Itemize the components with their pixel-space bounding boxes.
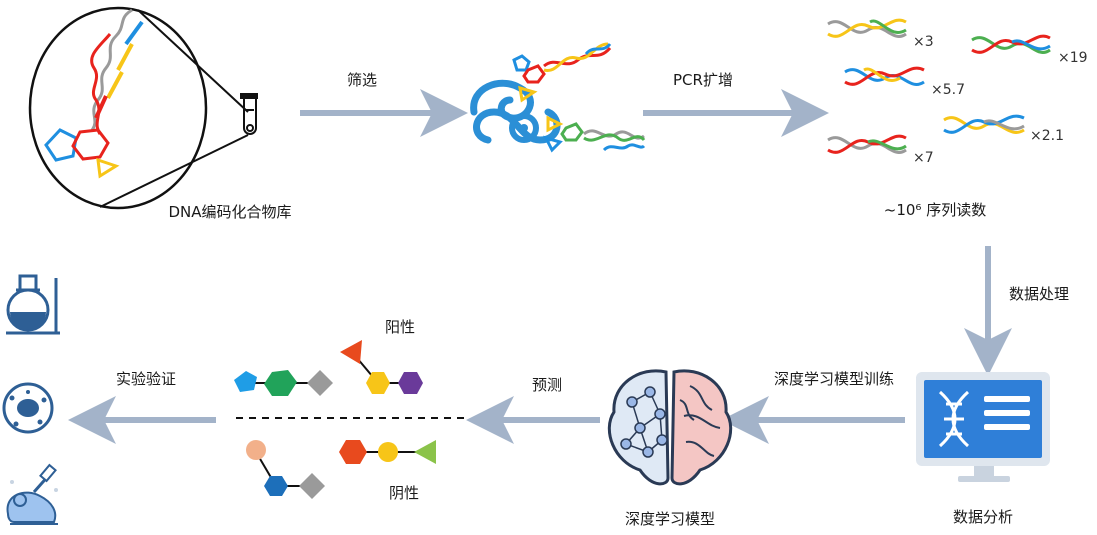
bound-compound-top (512, 42, 612, 103)
dna-strand-icon (90, 8, 144, 135)
test-tube-icon (240, 93, 258, 135)
flask-icon (6, 274, 60, 335)
cell-icon (2, 382, 54, 434)
target-protein-icon (470, 79, 561, 144)
training-label: 深度学习模型训练 (774, 370, 894, 388)
validation-label: 实验验证 (116, 370, 176, 388)
dna-read-1 (827, 18, 907, 38)
dna-read-3 (844, 66, 925, 86)
brain-icon (607, 369, 733, 486)
bound-compound-bottom (543, 115, 646, 153)
library-magnifier (28, 6, 258, 210)
compound-positive-2 (340, 340, 423, 394)
read-count-1: ×3 (913, 34, 934, 50)
pentagon-icon (44, 128, 78, 162)
dna-read-2 (971, 34, 1051, 54)
dna-read-5 (827, 134, 907, 154)
read-count-5: ×7 (913, 150, 934, 166)
screening-label: 筛选 (347, 71, 377, 89)
triangle-icon (96, 157, 120, 179)
read-count-3: ×5.7 (931, 82, 965, 98)
mouse-injection-icon (6, 463, 58, 525)
positive-label: 阳性 (385, 318, 415, 336)
hexagon-icon (71, 128, 110, 161)
compound-negative-2 (339, 440, 436, 464)
negative-label: 阴性 (389, 484, 419, 502)
library-label: DNA编码化合物库 (168, 203, 291, 221)
processing-label: 数据处理 (1009, 285, 1069, 303)
model-label: 深度学习模型 (625, 510, 715, 528)
pcr-label: PCR扩增 (673, 71, 733, 89)
reads-label: ~10⁶ 序列读数 (884, 201, 986, 219)
predict-label: 预测 (532, 376, 562, 394)
read-count-4: ×2.1 (1030, 128, 1064, 144)
monitor-dna-icon (916, 372, 1050, 482)
compound-positive-1 (234, 370, 333, 396)
analysis-label: 数据分析 (953, 508, 1013, 526)
dna-read-4 (943, 114, 1025, 134)
compound-negative-1 (246, 440, 325, 499)
read-count-2: ×19 (1058, 50, 1088, 66)
